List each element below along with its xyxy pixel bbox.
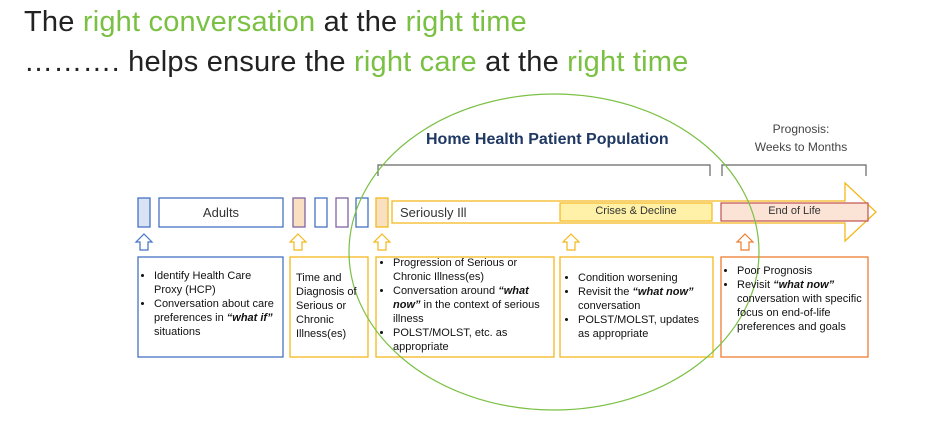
seriously-ill-bullet-list: Progression of Serious or Chronic Illnes… — [381, 256, 553, 354]
up-arrow-icon — [134, 233, 154, 251]
bullet-text: POLST/MOLST, updates as appropriate — [578, 314, 700, 340]
up-arrow-icon — [735, 233, 755, 251]
seriously-ill-label: Seriously Ill — [400, 205, 467, 220]
slide-title-line-2: ………. helps ensure the right care at the … — [24, 46, 688, 79]
stage-marker-blue-2 — [355, 197, 369, 228]
up-arrow-icon — [372, 233, 392, 251]
stage-marker-peach — [292, 197, 306, 228]
title-accent-text: right time — [405, 6, 527, 38]
stage-marker-orange — [375, 197, 389, 228]
emphasis-text: “what now” — [393, 285, 529, 311]
seriously-ill-detail-box: Progression of Serious or Chronic Illnes… — [381, 256, 553, 354]
stage-marker-blue-filled — [137, 197, 151, 228]
emphasis-text: “what now” — [773, 279, 835, 291]
bullet-text: POLST/MOLST, etc. as appropriate — [393, 327, 508, 353]
bullet-text: Conversation around — [393, 285, 499, 297]
bullet-item: POLST/MOLST, updates as appropriate — [578, 313, 712, 341]
title-text: at the — [315, 6, 406, 38]
seriously-ill-detail-frame — [375, 256, 555, 358]
title-text: The — [24, 6, 83, 38]
adults-detail-box: Identify Health Care Proxy (HCP)Conversa… — [142, 269, 282, 339]
bullet-text: conversation with specific focus on end-… — [737, 293, 862, 333]
diagnosis-detail-frame — [289, 256, 369, 358]
crises-detail-box: Condition worseningRevisit the “what now… — [566, 271, 712, 341]
bullet-item: Conversation about care preferences in “… — [154, 297, 282, 339]
population-label: Home Health Patient Population — [426, 131, 669, 148]
bullet-item: Revisit the “what now” conversation — [578, 285, 712, 313]
adults-bullet-list: Identify Health Care Proxy (HCP)Conversa… — [142, 269, 282, 339]
end-of-life-stage-box — [720, 202, 869, 222]
prognosis-line-1: Prognosis: — [772, 122, 830, 136]
end-of-life-label: End of Life — [768, 205, 821, 217]
crises-detail-frame — [559, 256, 714, 358]
bullet-item: Poor Prognosis — [737, 264, 867, 278]
title-accent-text: right care — [354, 46, 477, 78]
bullet-text: Revisit the — [578, 286, 633, 298]
end-of-life-detail-frame — [720, 256, 869, 358]
population-bracket — [377, 164, 711, 176]
bullet-item: Condition worsening — [578, 271, 712, 285]
bullet-text: Poor Prognosis — [737, 265, 813, 277]
emphasis-text: “what now” — [632, 286, 694, 298]
stage-marker-blue-1 — [314, 197, 328, 228]
prognosis-bracket — [721, 164, 867, 176]
end-of-life-detail-box: Poor PrognosisRevisit “what now” convers… — [725, 264, 867, 334]
crises-bullet-list: Condition worseningRevisit the “what now… — [566, 271, 712, 341]
bullet-text: situations — [154, 326, 201, 338]
end-of-life-bullet-list: Poor PrognosisRevisit “what now” convers… — [725, 264, 867, 334]
crises-label: Crises & Decline — [595, 205, 677, 217]
title-accent-text: right conversation — [82, 6, 316, 38]
bullet-text: Identify Health Care Proxy (HCP) — [154, 270, 252, 296]
bullet-text: Conversation about care preferences in — [154, 298, 274, 324]
adults-stage-box — [158, 197, 284, 228]
bullet-item: Progression of Serious or Chronic Illnes… — [393, 256, 553, 284]
prognosis-line-2: Weeks to Months — [754, 140, 848, 154]
bullet-item: POLST/MOLST, etc. as appropriate — [393, 326, 553, 354]
bullet-text: in the context of serious illness — [393, 299, 540, 325]
bullet-text: Progression of Serious or Chronic Illnes… — [393, 257, 518, 283]
bullet-item: Conversation around “what now” in the co… — [393, 284, 553, 326]
diagnosis-detail-box: Time and Diagnosis of Serious or Chronic… — [296, 272, 357, 340]
emphasis-text: “what if” — [226, 312, 273, 324]
title-text: ………. helps ensure the — [24, 46, 354, 78]
prognosis-label: Prognosis: Weeks to Months — [736, 120, 866, 156]
population-ellipse — [348, 93, 760, 411]
up-arrow-icon — [561, 233, 581, 251]
title-accent-text: right time — [567, 46, 689, 78]
bullet-text: Condition worsening — [578, 272, 678, 284]
crises-stage-box — [559, 202, 713, 222]
title-text: at the — [476, 46, 568, 78]
up-arrow-icon — [288, 233, 308, 251]
bullet-item: Revisit “what now” conversation with spe… — [737, 278, 867, 334]
stage-marker-purple — [335, 197, 349, 228]
adults-detail-frame — [137, 256, 284, 358]
slide-title-line-1: The right conversation at the right time — [24, 6, 527, 39]
bullet-item: Identify Health Care Proxy (HCP) — [154, 269, 282, 297]
adults-label: Adults — [202, 205, 240, 220]
bullet-text: Revisit — [737, 279, 774, 291]
bullet-text: conversation — [578, 300, 641, 312]
